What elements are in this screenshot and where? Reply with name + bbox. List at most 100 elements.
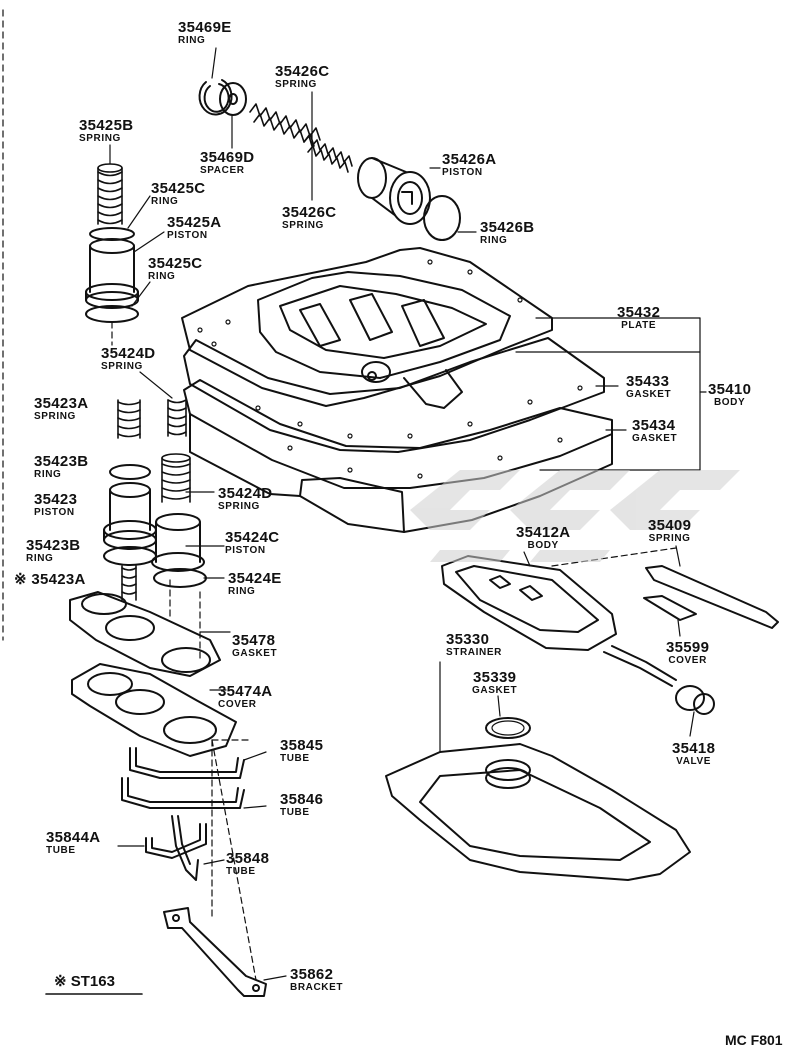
piston-35423-part bbox=[103, 482, 157, 550]
part-name: PLATE bbox=[621, 320, 657, 331]
part-name: SPRING bbox=[282, 220, 324, 231]
part-number: 35425A bbox=[167, 214, 222, 231]
part-number: 35424C bbox=[225, 529, 280, 546]
spacer-35469d-part bbox=[219, 82, 247, 116]
bracket-35862-part bbox=[163, 907, 267, 997]
figure-code: MC F801 bbox=[725, 1032, 783, 1048]
part-name: RING bbox=[178, 35, 206, 46]
part-number: 35339 bbox=[473, 669, 517, 686]
part-name: COVER bbox=[218, 699, 257, 710]
part-name: PISTON bbox=[167, 230, 208, 241]
gasket-35339-part bbox=[485, 717, 531, 739]
part-number: 35424D bbox=[218, 485, 273, 502]
part-name: GASKET bbox=[472, 685, 518, 696]
tube-35846-part bbox=[121, 777, 245, 809]
tube-35848-part bbox=[171, 815, 199, 881]
part-name: SPRING bbox=[275, 79, 317, 90]
part-name: SPRING bbox=[648, 533, 691, 544]
part-number: 35433 bbox=[626, 373, 670, 390]
valve-body-35410-part bbox=[181, 247, 613, 533]
part-name: GASKET bbox=[232, 648, 278, 659]
part-name: SPACER bbox=[200, 165, 245, 176]
part-number: 35425B bbox=[79, 117, 134, 134]
spring-35424d-part bbox=[167, 399, 187, 437]
spring-35423a-small-part bbox=[121, 565, 137, 601]
piston-35424c-part bbox=[151, 513, 205, 572]
part-number: 35412A bbox=[516, 524, 571, 541]
part-number: 35423A bbox=[34, 395, 89, 412]
part-number: 35474A bbox=[218, 683, 273, 700]
part-number: 35862 bbox=[290, 966, 334, 983]
ring-35469e-part bbox=[198, 79, 233, 116]
part-name: PISTON bbox=[34, 507, 75, 518]
part-number: 35848 bbox=[226, 850, 270, 867]
part-name: GASKET bbox=[626, 389, 672, 400]
part-name: BODY bbox=[713, 397, 746, 408]
part-name: RING bbox=[480, 235, 508, 246]
part-number: 35410 bbox=[708, 381, 752, 398]
part-number: 35423B bbox=[26, 537, 81, 554]
part-name: RING bbox=[228, 586, 256, 597]
part-name: RING bbox=[151, 196, 179, 207]
part-name: TUBE bbox=[226, 866, 256, 877]
part-number: 35330 bbox=[446, 631, 490, 648]
label-35423a-bottom: ※ 35423A bbox=[14, 572, 86, 587]
part-name: BODY bbox=[527, 540, 559, 551]
part-number: 35426B bbox=[480, 219, 535, 236]
spring-35425b-part bbox=[97, 163, 123, 225]
cover-35474a-part bbox=[71, 663, 237, 757]
part-name: SPRING bbox=[218, 501, 260, 512]
part-number: 35434 bbox=[632, 417, 676, 434]
part-number: ※ 35423A bbox=[14, 571, 86, 588]
part-number: 35478 bbox=[232, 632, 276, 649]
part-number: 35469D bbox=[200, 149, 255, 166]
spring-35409-part bbox=[645, 565, 779, 629]
part-name: GASKET bbox=[632, 433, 678, 444]
part-number: 35469E bbox=[178, 19, 232, 36]
part-number: 35424D bbox=[101, 345, 156, 362]
part-number: 35423 bbox=[34, 491, 78, 508]
part-name: RING bbox=[148, 271, 176, 282]
spring-35424d-bottom-part bbox=[161, 453, 191, 503]
reference-note: ※ ST163 bbox=[54, 973, 115, 990]
part-name: COVER bbox=[668, 655, 707, 666]
part-name: SPRING bbox=[79, 133, 121, 144]
part-number: 35426A bbox=[442, 151, 497, 168]
valve-body-35412a-part bbox=[441, 555, 617, 651]
piston-35425a-part bbox=[85, 238, 139, 309]
part-number: 35599 bbox=[666, 639, 710, 656]
valve-35418-part bbox=[603, 645, 715, 715]
part-number: 35424E bbox=[228, 570, 282, 587]
part-name: VALVE bbox=[676, 756, 712, 767]
spring-35426c-small-part bbox=[303, 135, 353, 173]
tube-35844a-part bbox=[145, 823, 207, 859]
part-name: PISTON bbox=[225, 545, 266, 556]
part-number: 35426C bbox=[282, 204, 337, 221]
piston-35426a-part bbox=[357, 157, 431, 225]
cover-35599-part bbox=[643, 595, 697, 621]
part-name: PISTON bbox=[442, 167, 483, 178]
